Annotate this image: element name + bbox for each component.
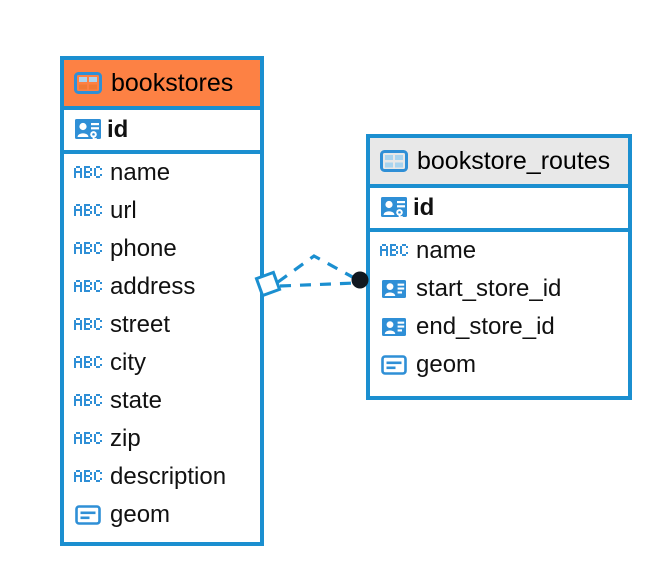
abc-text-icon	[74, 318, 102, 332]
field-label: start_store_id	[416, 275, 562, 302]
field-label: geom	[416, 351, 477, 378]
abc-text-icon	[74, 432, 102, 446]
field-row-name[interactable]: name	[370, 232, 628, 270]
abc-text-icon	[74, 166, 102, 180]
field-row-description[interactable]: description	[64, 458, 260, 496]
field-label: end_store_id	[416, 313, 555, 340]
table-icon	[380, 150, 408, 172]
field-row-city[interactable]: city	[64, 344, 260, 382]
field-row-url[interactable]: url	[64, 192, 260, 230]
field-label: name	[416, 237, 477, 264]
foreign-key-icon	[380, 278, 408, 300]
field-label: address	[110, 273, 196, 300]
geometry-icon	[74, 503, 102, 527]
entity-title: bookstore_routes	[417, 146, 611, 175]
geometry-icon	[380, 353, 408, 377]
field-row-phone[interactable]: phone	[64, 230, 260, 268]
field-row-geom[interactable]: geom	[64, 496, 260, 534]
abc-text-icon	[74, 242, 102, 256]
field-row-street[interactable]: street	[64, 306, 260, 344]
entity-bookstores[interactable]: bookstores	[60, 56, 264, 546]
field-row-zip[interactable]: zip	[64, 420, 260, 458]
primary-key-icon	[74, 117, 102, 143]
field-label: street	[110, 311, 171, 338]
entity-header-bookstores[interactable]: bookstores	[64, 60, 260, 110]
field-label: phone	[110, 235, 177, 262]
abc-text-icon	[380, 244, 408, 258]
table-icon	[74, 72, 102, 94]
abc-text-icon	[74, 204, 102, 218]
field-row-start-store-id[interactable]: start_store_id	[370, 270, 628, 308]
field-label: url	[110, 197, 137, 224]
entity-fields-bookstores: id	[64, 110, 260, 534]
primary-key-icon	[380, 195, 408, 221]
abc-text-icon	[74, 280, 102, 294]
field-row-state[interactable]: state	[64, 382, 260, 420]
relationship-connector[interactable]	[252, 236, 382, 316]
field-label: id	[107, 116, 129, 143]
field-label: state	[110, 387, 163, 414]
entity-bookstore-routes[interactable]: bookstore_routes	[366, 134, 632, 400]
field-label: city	[110, 349, 146, 376]
field-label: description	[110, 463, 227, 490]
field-row-name[interactable]: name	[64, 154, 260, 192]
field-label: geom	[110, 501, 171, 528]
field-label: name	[110, 159, 171, 186]
abc-text-icon	[74, 356, 102, 370]
field-row-address[interactable]: address	[64, 268, 260, 306]
field-row-id[interactable]: id	[370, 188, 628, 232]
entity-title: bookstores	[111, 68, 234, 97]
field-label: zip	[110, 425, 141, 452]
entity-fields-bookstore-routes: id	[370, 188, 628, 384]
relationship-line-upper	[277, 254, 359, 284]
entity-header-bookstore-routes[interactable]: bookstore_routes	[370, 138, 628, 188]
abc-text-icon	[74, 470, 102, 484]
field-row-id[interactable]: id	[64, 110, 260, 154]
foreign-key-icon	[380, 316, 408, 338]
field-label: id	[413, 194, 435, 221]
field-row-geom[interactable]: geom	[370, 346, 628, 384]
relationship-line-lower	[279, 281, 357, 288]
abc-text-icon	[74, 394, 102, 408]
field-row-end-store-id[interactable]: end_store_id	[370, 308, 628, 346]
